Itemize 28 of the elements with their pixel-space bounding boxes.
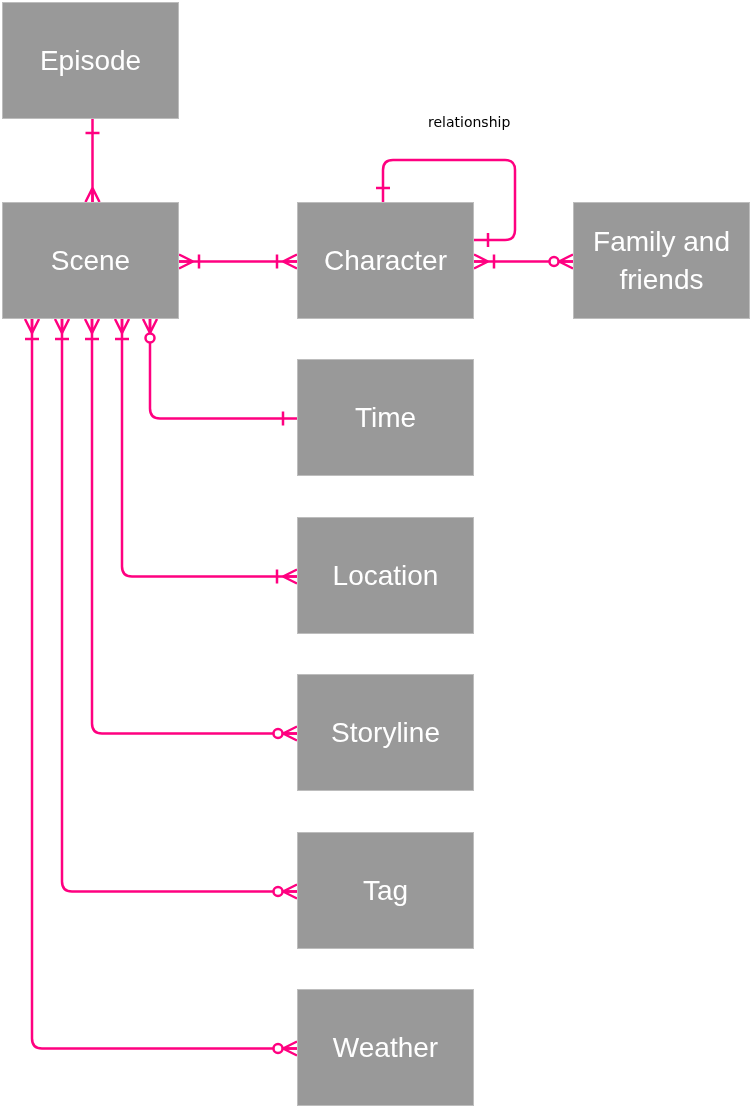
entity-box [573, 202, 750, 319]
entity-name: Episode [39, 43, 142, 78]
entity-name: Family and friends [592, 224, 731, 297]
entity-name: Storyline [331, 715, 440, 750]
entity-box [2, 202, 179, 319]
entity-box [297, 517, 474, 634]
relationship-line [23, 317, 299, 1057]
relationship-line [53, 317, 299, 900]
entity-name: Location [332, 558, 439, 593]
relationship-line [472, 253, 575, 270]
entity-name: Character [324, 243, 447, 278]
entity-box [297, 359, 474, 476]
relationship-line [374, 158, 517, 249]
relationship-line [177, 253, 299, 270]
entity-box [297, 202, 474, 319]
entity-name: Scene [50, 243, 131, 278]
entity-name: Weather [332, 1030, 439, 1065]
entity-box [297, 674, 474, 791]
entity-name: Time [354, 400, 417, 435]
entity-box [2, 2, 179, 119]
relationship-line [141, 317, 297, 427]
entity-name: Tag [362, 873, 409, 908]
relationship-line [83, 317, 299, 742]
entity-box [297, 832, 474, 949]
relationship-line [84, 119, 101, 204]
entity-box [297, 989, 474, 1106]
edge-label: relationship [426, 114, 513, 130]
relationship-line [113, 317, 299, 585]
